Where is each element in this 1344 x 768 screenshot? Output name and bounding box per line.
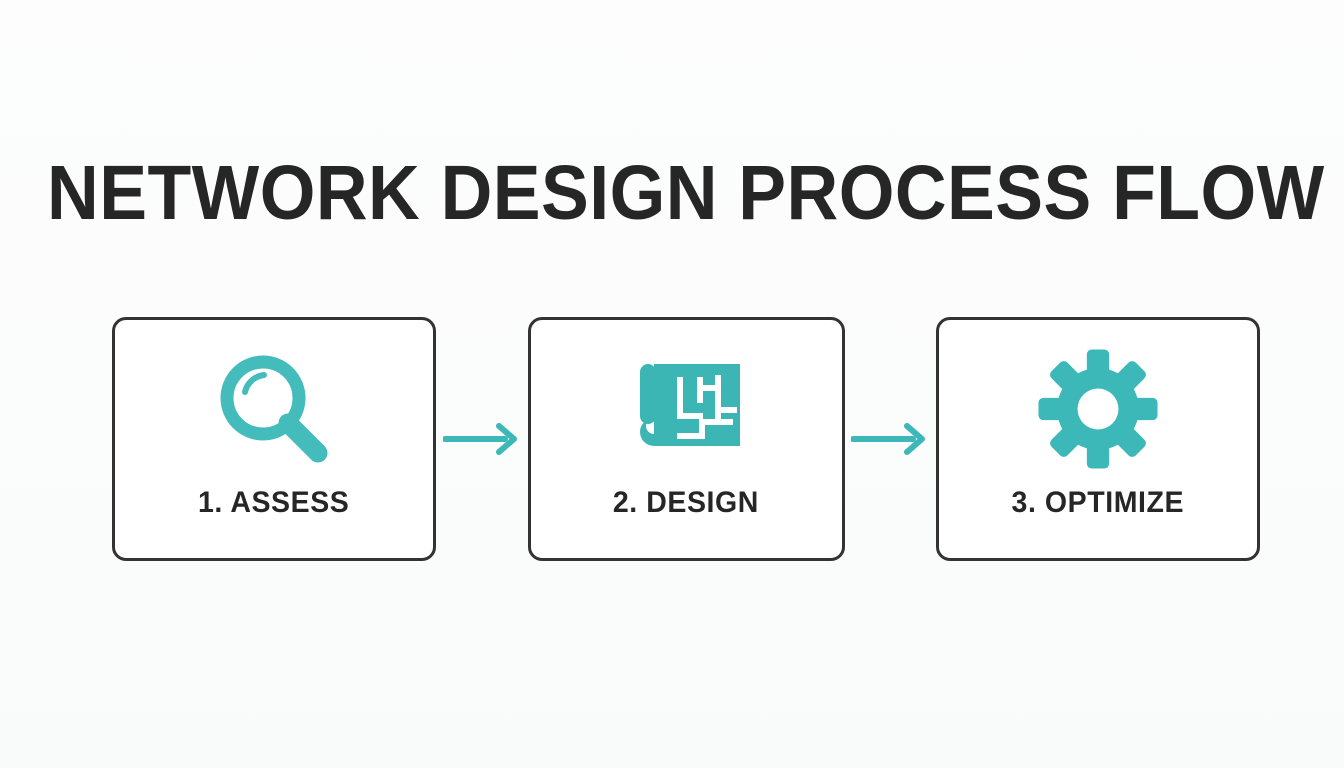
connector-one [436, 317, 528, 561]
blueprint-scroll-icon [624, 346, 748, 472]
step-label-design: 2. DESIGN [612, 486, 760, 519]
step-card-assess[interactable]: 1. ASSESS [112, 317, 436, 561]
page-title: NETWORK DESIGN PROCESS FLOW [47, 150, 1325, 236]
step-card-optimize[interactable]: 3. OPTIMIZE [936, 317, 1260, 561]
magnifying-glass-icon [212, 346, 336, 472]
step-label-optimize: 3. OPTIMIZE [1011, 486, 1185, 519]
process-flow-row: 1. ASSESS [112, 317, 1260, 561]
arrow-right-icon [851, 423, 926, 455]
gear-icon [1036, 346, 1160, 472]
step-card-design[interactable]: 2. DESIGN [527, 317, 845, 561]
connector-two [845, 317, 937, 561]
step-label-assess: 1. ASSESS [198, 486, 350, 519]
arrow-right-icon [442, 423, 517, 455]
